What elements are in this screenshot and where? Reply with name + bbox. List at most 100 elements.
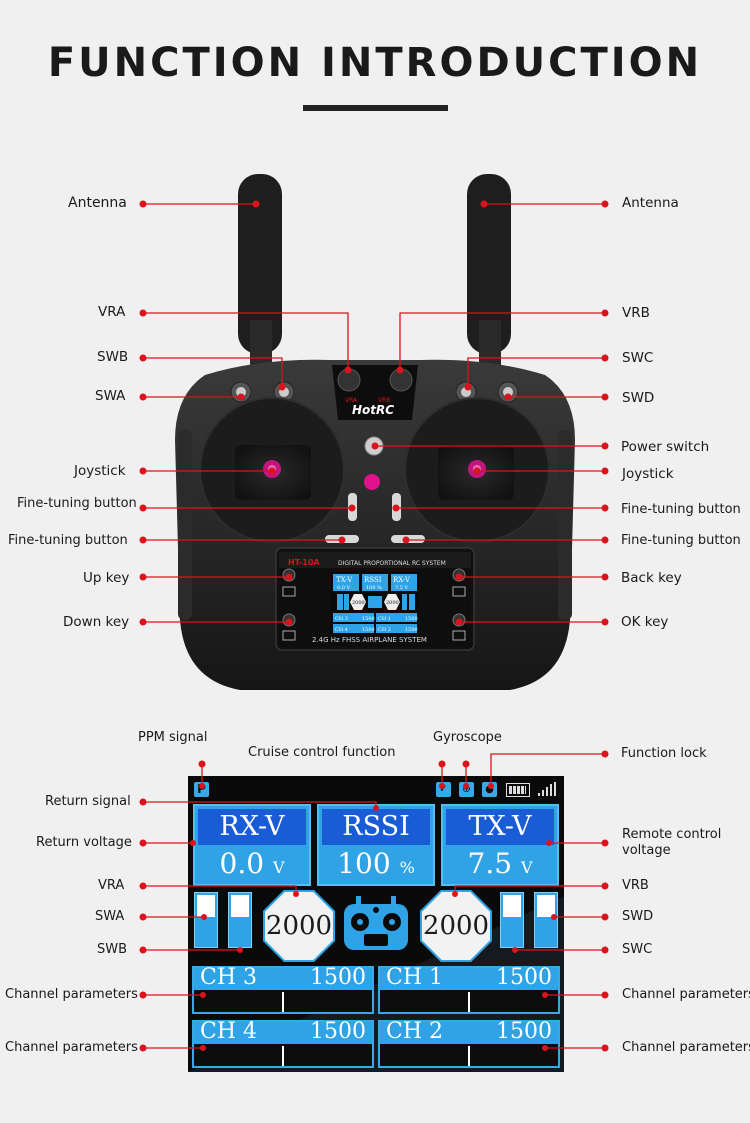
mini-footer: 2.4G Hz FHSS AIRPLANE SYSTEM [312,636,427,644]
label-fine-tune-right-2: Fine-tuning button [621,533,741,548]
label-channel-params-4: Channel parameters [622,1040,750,1055]
channel-name: CH 3 [200,965,258,990]
tx-voltage-box: TX-V 7.5 V [441,804,559,886]
battery-icon [506,783,530,797]
tx-voltage-unit: V [520,858,533,877]
cruise-control-icon: ✓ [436,782,451,797]
swd-indicator [534,892,558,948]
label-antenna-right: Antenna [622,195,679,211]
tx-voltage-value-wrap: 7.5 V [443,846,557,882]
mini-ch-4-value: 1500 [405,627,418,633]
label-cruise-control: Cruise control function [248,745,396,760]
mini-ch-2-value: 1500 [405,616,418,622]
label-vra: VRA [98,304,126,320]
mini-ch-3-name: CH 4 [335,627,348,633]
label-ok-key: OK key [621,614,669,630]
page-title: FUNCTION INTRODUCTION [47,40,703,86]
label-power-switch: Power switch [621,439,710,455]
label-fine-tune-left-2: Fine-tuning button [8,533,128,548]
return-voltage-title: RX-V [198,809,306,845]
label-function-lock: Function lock [621,746,707,761]
tx-voltage-title: TX-V [446,809,554,845]
channel-box-ch2: CH 2 1500 [378,1019,560,1068]
return-voltage-unit: V [272,858,285,877]
label-fine-tune-left-1: Fine-tuning button [17,496,137,511]
antenna-right [467,174,511,354]
channel-name: CH 4 [200,1019,258,1044]
label-return-voltage: Return voltage [36,835,132,850]
vrb-dial: 2000 [422,892,490,960]
vra-knob-label: VRA [345,397,358,404]
label-screen-swc: SWC [622,942,653,957]
mini-ch-4-name: CH 2 [378,627,391,633]
gyroscope-icon: ⊕ [459,782,474,797]
label-swc: SWC [622,350,654,366]
mini-box-2-top: RSSI [364,576,382,584]
mini-header: DIGITAL PROPORTIONAL RC SYSTEM [338,560,446,567]
mini-box-1-top: TX-V [336,576,353,584]
swc-indicator [500,892,524,948]
rssi-value-wrap: 100 % [319,846,433,882]
lcd-screen: P ✓ ⊕ ● RX-V 0.0 V RSSI 100 % TX-V 7.5 V… [188,776,564,1072]
label-channel-params-1: Channel parameters [5,987,138,1002]
lock-icon: ● [482,782,497,797]
mini-box-3-bottom: 7.5 V [395,585,409,591]
label-gyroscope: Gyroscope [433,730,502,745]
return-voltage-box: RX-V 0.0 V [193,804,311,886]
channel-value: 1500 [496,965,552,990]
rssi-box: RSSI 100 % [317,804,435,886]
label-swd: SWD [622,390,655,406]
label-fine-tune-right-1: Fine-tuning button [621,502,741,517]
channel-box-ch1: CH 1 1500 [378,965,560,1014]
mini-box-1-bottom: 0.0 V [337,585,351,591]
mini-dial-1: 2000 [352,600,365,606]
rssi-value: 100 [337,847,391,880]
transmitter-illustration: VRA VRB HotRC HT-10A DIGITAL PROPORTIONA… [139,174,609,690]
label-vrb: VRB [622,305,650,321]
antenna-left [238,174,282,354]
label-joystick-left: Joystick [74,463,126,479]
signal-icon [538,782,558,796]
label-back-key: Back key [621,570,682,586]
label-remote-voltage-1: Remote control [622,827,722,842]
label-antenna-left: Antenna [68,195,127,211]
vra-dial: 2000 [265,892,333,960]
swb-indicator [228,892,252,948]
label-return-signal: Return signal [45,794,131,809]
channel-value: 1500 [496,1019,552,1044]
tx-voltage-value: 7.5 [467,847,513,880]
rssi-title: RSSI [322,809,430,845]
label-screen-swb: SWB [97,942,128,957]
label-down-key: Down key [63,614,130,630]
return-voltage-value-wrap: 0.0 V [195,846,309,882]
brand-logo: HotRC [352,403,394,417]
rssi-unit: % [399,858,415,877]
label-screen-swd: SWD [622,909,654,924]
label-screen-swa: SWA [95,909,125,924]
title-underline [303,105,448,111]
mini-dial-2: 2000 [386,600,399,606]
transmitter-icon [342,894,410,954]
channel-value: 1500 [310,965,366,990]
mini-box-2-bottom: 100 % [366,585,382,591]
mini-box-3-top: RX-V [393,576,411,584]
label-ppm-signal: PPM signal [138,730,208,745]
ppm-badge: P [194,782,209,797]
mini-ch-1-name: CH 3 [335,616,348,622]
label-channel-params-2: Channel parameters [622,987,750,1002]
label-swa: SWA [95,388,126,404]
mini-ch-2-name: CH 1 [378,616,391,622]
mini-model: HT-10A [288,558,320,567]
power-led [364,474,380,490]
label-screen-vra: VRA [98,878,125,893]
label-joystick-right: Joystick [622,466,674,482]
label-channel-params-3: Channel parameters [5,1040,138,1055]
mini-ch-3-value: 1500 [362,627,375,633]
label-screen-vrb: VRB [622,878,649,893]
label-swb: SWB [97,349,129,365]
mini-ch-1-value: 1500 [362,616,375,622]
channel-box-ch4: CH 4 1500 [192,1019,374,1068]
channel-value: 1500 [310,1019,366,1044]
swa-indicator [194,892,218,948]
channel-box-ch3: CH 3 1500 [192,965,374,1014]
